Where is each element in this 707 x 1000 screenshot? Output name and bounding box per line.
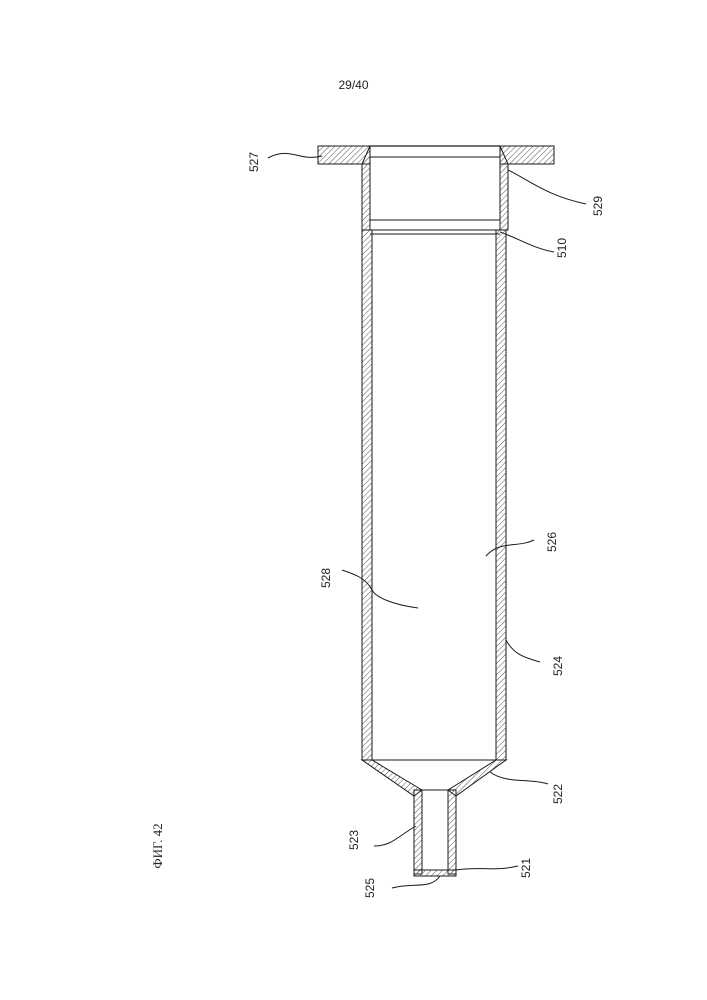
reference-numerals: 527 529 510 526 528 524 522 523 521 525 xyxy=(247,152,605,898)
nozzle xyxy=(414,790,456,876)
label-529: 529 xyxy=(591,196,605,216)
label-522: 522 xyxy=(551,784,565,804)
label-525: 525 xyxy=(363,878,377,898)
flange xyxy=(318,146,554,164)
label-524: 524 xyxy=(551,656,565,676)
upper-barrel-section xyxy=(362,146,508,234)
main-barrel xyxy=(362,230,506,760)
label-528: 528 xyxy=(319,568,333,588)
label-521: 521 xyxy=(519,858,533,878)
figure-caption: ФИГ. 42 xyxy=(150,823,165,868)
label-510: 510 xyxy=(555,238,569,258)
shoulder xyxy=(362,760,506,796)
leader-lines xyxy=(268,153,586,888)
label-526: 526 xyxy=(545,532,559,552)
label-523: 523 xyxy=(347,830,361,850)
label-527: 527 xyxy=(247,152,261,172)
